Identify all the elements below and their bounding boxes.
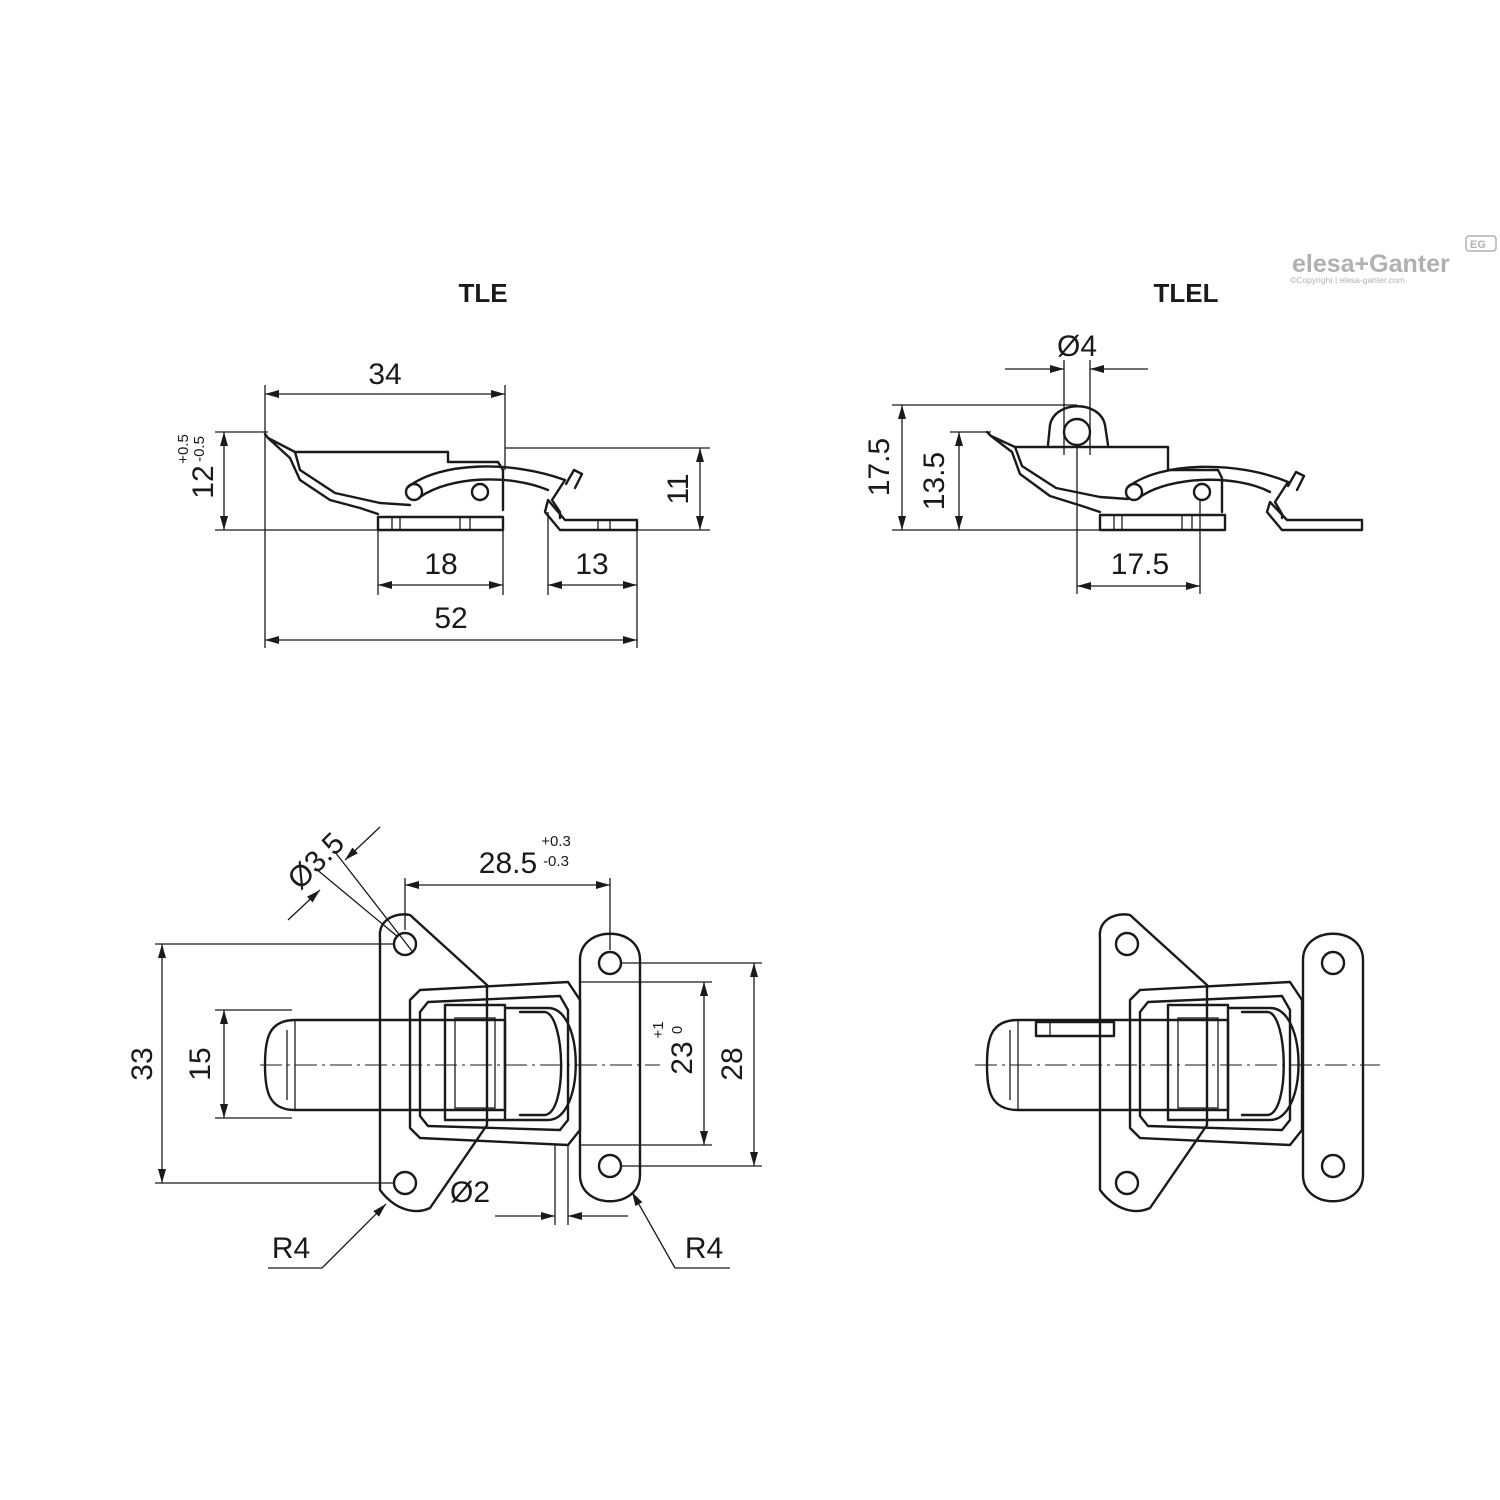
tlel-pivot-pin-left — [1124, 482, 1144, 502]
tle-latch-body — [263, 432, 505, 516]
plan-plunger — [263, 1018, 507, 1112]
tle-dim-52: 52 — [434, 602, 467, 635]
logo-badge — [1465, 235, 1497, 252]
plan-hole-bottom-right — [597, 1153, 623, 1179]
tlel-plan-hook-cap — [1226, 1006, 1300, 1122]
tle-dim-12: 12 — [187, 465, 220, 498]
tlel-dim-13-5: 13.5 — [918, 452, 951, 510]
tle-dim-18: 18 — [424, 548, 457, 581]
tle-dim-13: 13 — [575, 548, 608, 581]
plan-hook-cap — [503, 1006, 577, 1122]
plan-dim-23-tol-plus: +1 — [650, 1021, 667, 1038]
plan-dim-d2: Ø2 — [450, 1176, 490, 1209]
tle-dim-34: 34 — [368, 358, 401, 391]
tlel-plan-hole-top-left — [1114, 931, 1140, 957]
tlel-wire-lever — [1126, 465, 1290, 520]
copyright-text: ©Copyright | elesa-ganter.com — [1290, 275, 1405, 285]
plan-dim-28-5-tol-minus: -0.3 — [543, 853, 569, 870]
plan-base-plate — [378, 913, 489, 1213]
plan-roller — [443, 1003, 507, 1122]
plan-wire-loop — [408, 980, 582, 1147]
plan-dim-15: 15 — [184, 1047, 217, 1080]
tle-dim-12-tol-minus: -0.5 — [191, 436, 208, 462]
tlel-latch-body — [985, 430, 1224, 514]
tle-pivot-pin-right — [470, 482, 490, 502]
tlel-padlock-eye — [1046, 405, 1110, 447]
logo-badge-text: EG — [1470, 239, 1486, 251]
tlel-side-view: TLEL Ø4 17.5 13.5 17.5 — [863, 278, 1364, 594]
plan-dim-28-5-tol-plus: +0.3 — [541, 833, 571, 850]
tle-dim-11: 11 — [662, 473, 695, 504]
plan-keeper-plate — [578, 932, 642, 1203]
tlel-keeper-hook — [1286, 470, 1306, 492]
plan-hole-bottom-left — [392, 1170, 418, 1196]
tlel-base-plate — [1098, 513, 1227, 532]
tlel-plan-roller — [1166, 1003, 1230, 1122]
plan-dim-33: 33 — [126, 1047, 159, 1080]
tle-pivot-pin-left — [404, 482, 424, 502]
tlel-plan-base-plate — [1098, 913, 1209, 1213]
plan-dim-28-5: 28.5 — [479, 847, 537, 880]
plan-dim-23: 23 — [666, 1041, 699, 1074]
tlel-dim-d4: Ø4 — [1057, 330, 1097, 363]
plan-dim-d3-5: Ø3.5 — [282, 827, 351, 896]
tlel-plan-hole-bottom-right — [1320, 1153, 1346, 1179]
tle-keeper-hook — [564, 468, 584, 490]
tlel-dim-17-5-width: 17.5 — [1111, 548, 1169, 581]
tlel-title: TLEL — [1154, 278, 1219, 308]
tlel-plan-hole-top-right — [1320, 950, 1346, 976]
tle-wire-lever — [406, 465, 567, 520]
tlel-plan-keeper-plate — [1301, 932, 1365, 1203]
plan-dim-28: 28 — [716, 1047, 749, 1080]
tlel-plan-plunger — [985, 1018, 1230, 1112]
tlel-plan-slot — [1034, 1020, 1116, 1038]
plan-hole-top-left — [392, 931, 418, 957]
tlel-eye-hole — [1062, 417, 1092, 447]
tle-side-view: TLE 34 12 +0.5 -0.5 11 — [175, 278, 710, 648]
tlel-plan-view — [975, 913, 1380, 1213]
tle-plan-view: Ø3.5 28.5 +0.3 -0.3 33 15 23 +1 0 28 — [126, 826, 762, 1269]
tlel-plan-wire-loop — [1128, 980, 1304, 1147]
plan-dim-23-tol-minus: 0 — [669, 1026, 686, 1034]
tlel-keeper-plate — [1265, 500, 1364, 532]
tlel-dim-17-5-height: 17.5 — [863, 438, 896, 496]
plan-hole-top-right — [597, 950, 623, 976]
tle-dim-12-tol-plus: +0.5 — [175, 434, 192, 464]
logo-text: elesa+Ganter — [1292, 250, 1450, 278]
brand-logo: elesa+Ganter EG ©Copyright | elesa-gante… — [1290, 235, 1497, 285]
tle-title: TLE — [458, 278, 507, 308]
plan-dim-r4-right: R4 — [685, 1232, 723, 1265]
plan-dim-r4-left: R4 — [272, 1232, 310, 1265]
tle-base-plate — [376, 515, 505, 532]
tlel-pivot-pin-right — [1192, 482, 1212, 502]
tlel-plan-hole-bottom-left — [1114, 1170, 1140, 1196]
